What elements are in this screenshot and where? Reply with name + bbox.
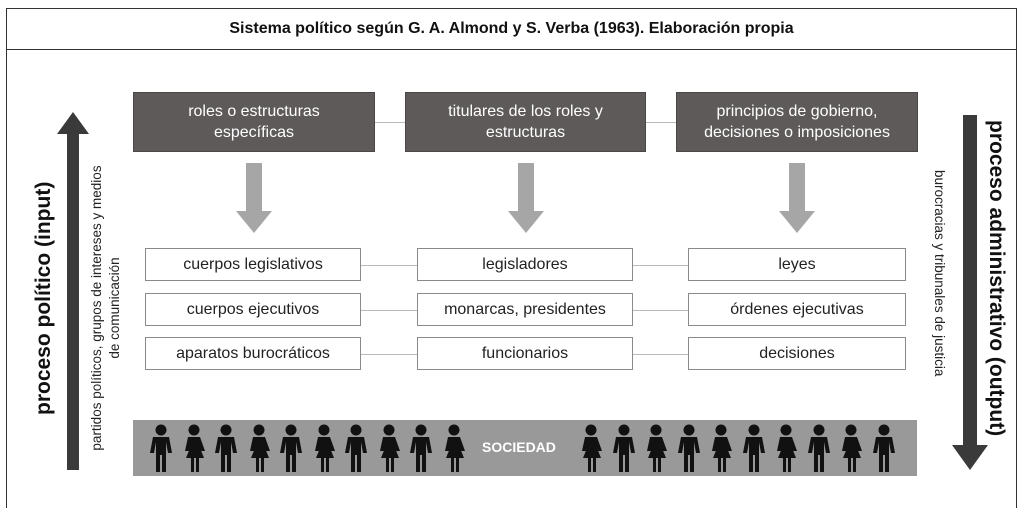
row1-connector-1 <box>361 265 417 266</box>
person-icon <box>345 424 367 472</box>
item-funcionarios: funcionarios <box>417 337 633 370</box>
person-icon <box>379 424 400 472</box>
input-process-label: proceso político (input) <box>32 181 55 415</box>
person-icon <box>842 424 862 472</box>
person-icon <box>249 424 270 472</box>
item-monarcas-presidentes: monarcas, presidentes <box>417 293 633 326</box>
person-icon <box>742 424 765 472</box>
row3-connector-2 <box>633 354 688 355</box>
person-icon <box>314 424 335 472</box>
input-actors-label: partidos políticos, grupos de intereses … <box>88 158 124 458</box>
output-arrow-down <box>952 115 988 470</box>
person-icon <box>444 424 465 472</box>
diagram-title: Sistema político según G. A. Almond y S.… <box>6 8 1017 50</box>
person-icon <box>677 424 700 472</box>
person-icon <box>647 424 667 472</box>
column-header-roles-line1: roles o estructuras <box>188 103 320 120</box>
column-header-principles: principios de gobierno, decisiones o impo… <box>676 92 918 152</box>
column-header-holders-line2: estructuras <box>485 124 566 141</box>
down-arrow-col2 <box>508 163 544 233</box>
column-header-principles-line1: principios de gobierno, <box>716 103 878 120</box>
person-icon <box>872 424 895 472</box>
society-label: SOCIEDAD <box>482 439 556 455</box>
person-icon <box>280 424 302 472</box>
person-icon <box>712 424 732 472</box>
person-icon <box>215 424 237 472</box>
item-cuerpos-legislativos: cuerpos legislativos <box>145 248 361 281</box>
person-icon <box>612 424 635 472</box>
column-header-roles-line2: específicas <box>213 124 295 141</box>
output-actors-label: burocracias y tribunales de justicia <box>932 170 947 377</box>
header-connector-2 <box>646 122 676 123</box>
column-header-roles: roles o estructuras específicas <box>133 92 375 152</box>
input-actors-line1: partidos políticos, grupos de intereses … <box>89 165 104 451</box>
person-icon <box>184 424 205 472</box>
item-cuerpos-ejecutivos: cuerpos ejecutivos <box>145 293 361 326</box>
person-icon <box>777 424 797 472</box>
item-leyes: leyes <box>688 248 906 281</box>
row3-connector-1 <box>361 354 417 355</box>
output-process-label: proceso administrativo (output) <box>985 120 1008 437</box>
row2-connector-2 <box>633 310 688 311</box>
down-arrow-col3 <box>779 163 815 233</box>
item-aparatos-burocraticos: aparatos burocráticos <box>145 337 361 370</box>
column-header-principles-line2: decisiones o imposiciones <box>704 124 890 141</box>
input-arrow-up <box>57 112 89 470</box>
person-icon <box>582 424 602 472</box>
person-icon <box>807 424 830 472</box>
person-icon <box>150 424 172 472</box>
person-icon <box>410 424 432 472</box>
column-header-holders: titulares de los roles y estructuras <box>405 92 646 152</box>
item-ordenes-ejecutivas: órdenes ejecutivas <box>688 293 906 326</box>
row2-connector-1 <box>361 310 417 311</box>
down-arrow-col1 <box>236 163 272 233</box>
item-decisiones: decisiones <box>688 337 906 370</box>
item-legisladores: legisladores <box>417 248 633 281</box>
column-header-holders-line1: titulares de los roles y <box>448 103 603 120</box>
row1-connector-2 <box>633 265 688 266</box>
header-connector-1 <box>375 122 405 123</box>
input-actors-line2: de comunicación <box>107 257 122 359</box>
